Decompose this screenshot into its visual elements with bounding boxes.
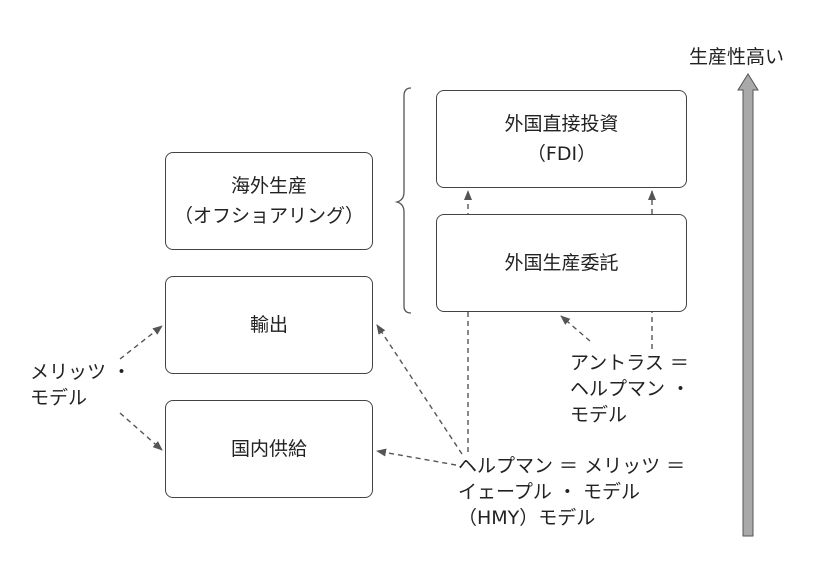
- melitz-model-label-line1: メリッツ ・: [30, 361, 132, 383]
- antras-helpman-model-label-line3: モデル: [570, 404, 628, 426]
- contract-production-box-label: 外国生産委託: [504, 252, 619, 274]
- antras-helpman-model-label-line1: アントラス ＝: [570, 352, 689, 374]
- melitz-model-label: メリッツ ・ モデル: [30, 359, 131, 411]
- antras-helpman-model-label: アントラス ＝ ヘルプマン ・ モデル: [570, 350, 690, 428]
- offshoring-box-line2: （オフショアリング）: [173, 205, 364, 227]
- fdi-box-line2: （FDI）: [526, 143, 597, 165]
- fdi-box-line1: 外国直接投資: [504, 113, 619, 135]
- export-box-label: 輸出: [249, 314, 288, 336]
- export-box: 輸出: [165, 276, 373, 374]
- melitz-to-export-arrow: [119, 325, 163, 360]
- hmy-model-label-line2: イェープル ・ モデル: [458, 481, 640, 503]
- antras-helpman-model-label-line2: ヘルプマン ・: [570, 378, 691, 400]
- melitz-model-label-line2: モデル: [30, 387, 88, 409]
- domestic-supply-box-label: 国内供給: [230, 438, 307, 460]
- hmy-to-domestic-arrow: [376, 448, 457, 466]
- hmy-model-label: ヘルプマン ＝ メリッツ ＝ イェープル ・ モデル （HMY）モデル: [458, 453, 685, 531]
- melitz-to-domestic-arrow: [119, 412, 163, 451]
- productivity-arrow: [737, 73, 759, 537]
- group-brace: [394, 87, 412, 314]
- domestic-supply-box: 国内供給: [165, 400, 373, 498]
- hmy-model-label-line3: （HMY）モデル: [458, 507, 596, 529]
- offshoring-box-line1: 海外生産: [230, 175, 307, 197]
- offshoring-box: 海外生産 （オフショアリング）: [165, 152, 373, 250]
- hmy-model-label-line1: ヘルプマン ＝ メリッツ ＝: [458, 455, 686, 477]
- productivity-high-label: 生産性高い: [689, 46, 785, 68]
- fdi-box: 外国直接投資 （FDI）: [436, 90, 687, 188]
- antras-to-contract-arrow: [560, 315, 591, 342]
- hmy-to-export-arrow: [376, 324, 463, 455]
- contract-production-box: 外国生産委託: [436, 214, 687, 312]
